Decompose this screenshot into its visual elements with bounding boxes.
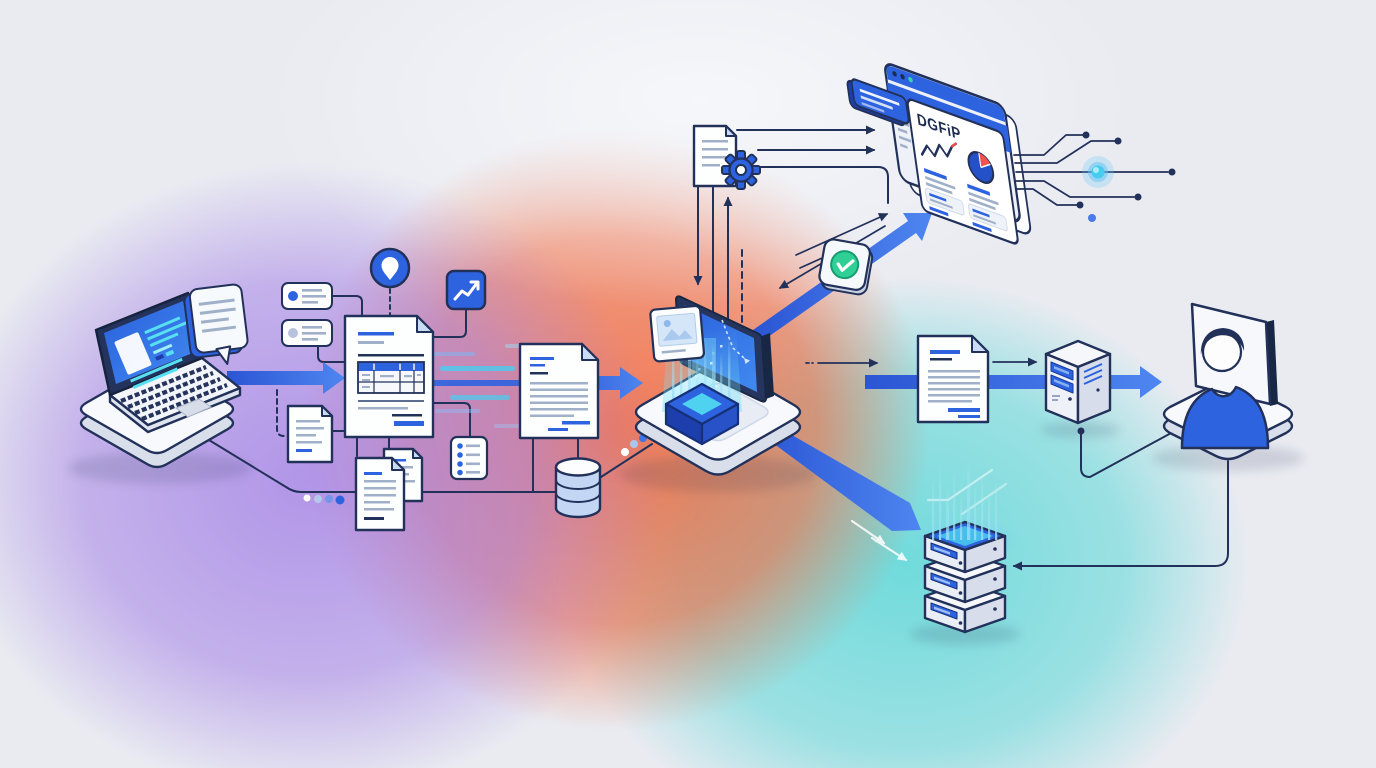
small-document-icon (286, 404, 334, 464)
connector-gear-dashboard (757, 166, 889, 204)
pedestal-icon (664, 382, 740, 446)
connector-routed-bottom (203, 436, 557, 493)
gear-icon (721, 150, 761, 190)
connector-database-terminal (600, 443, 653, 478)
connector-server-workstation (1080, 424, 1187, 478)
pie-chart-icon (967, 151, 995, 184)
window-dot-icon (900, 74, 905, 80)
notification-chip-2 (281, 319, 333, 347)
data-beams (932, 462, 998, 540)
glow-node-icon (1082, 156, 1114, 188)
flow-arrow-laptop-to-form (227, 362, 345, 394)
form-table (357, 361, 425, 394)
connector-chip1-form (331, 295, 363, 317)
connector-form-checklist (432, 402, 471, 438)
arrow-thin-up-right (795, 213, 889, 256)
window-dot-icon (892, 71, 897, 77)
circuit-traces (1013, 131, 1176, 222)
laptop-screen-content (114, 316, 189, 389)
laptop-trackpad (174, 398, 213, 418)
output-document-icon (916, 334, 990, 424)
photo-thumbnail-icon (649, 304, 706, 363)
connector-chip2-form (317, 345, 345, 363)
screen-route-arrow (744, 358, 750, 364)
dashboard-list-columns (923, 168, 1008, 233)
trend-chart-icon (445, 269, 487, 311)
avatar (1180, 328, 1270, 450)
person-screen-icon (1180, 302, 1278, 450)
chip-dot-icon (288, 291, 298, 301)
connector-dashed-laptop (276, 389, 290, 437)
laptop-keys (120, 365, 228, 421)
speech-bubble-icon (183, 283, 249, 365)
processing-terminal-group (634, 295, 802, 476)
database-icon (554, 457, 602, 519)
flow-arrow-terminal-to-workstation (865, 366, 1162, 398)
agent-workstation-group (1162, 302, 1294, 461)
notification-chip-1 (281, 282, 333, 310)
dgfip-dashboard-group: DGFiP (846, 63, 1032, 245)
line-chart-icon (920, 143, 954, 158)
connector-trend-form (433, 309, 467, 338)
server-stack-icon (920, 462, 1010, 634)
documents-pair-icon (354, 447, 424, 532)
location-pin-icon (369, 247, 411, 289)
server-slab (923, 580, 1007, 634)
connector-lines (199, 125, 1229, 571)
extracted-document-icon (518, 342, 600, 440)
line-chart-arrow-tip (950, 142, 958, 148)
window-dot-icon (908, 76, 913, 83)
check-badge-icon (818, 238, 874, 296)
flow-arrow-terminal-to-archive (758, 420, 921, 531)
processing-job-group (692, 124, 761, 190)
chip-dot-icon (288, 328, 298, 338)
server-slab-top (923, 520, 1007, 574)
flow-arrow-doc-to-terminal (556, 367, 643, 399)
dashboard-banner (846, 78, 910, 127)
monitor-side (762, 333, 774, 399)
arrow-workstation-to-archive (1012, 460, 1229, 571)
invoice-document-icon (343, 314, 435, 439)
checklist-icon (449, 435, 489, 481)
user-laptop-group (79, 283, 249, 469)
server-icon (1044, 339, 1112, 425)
